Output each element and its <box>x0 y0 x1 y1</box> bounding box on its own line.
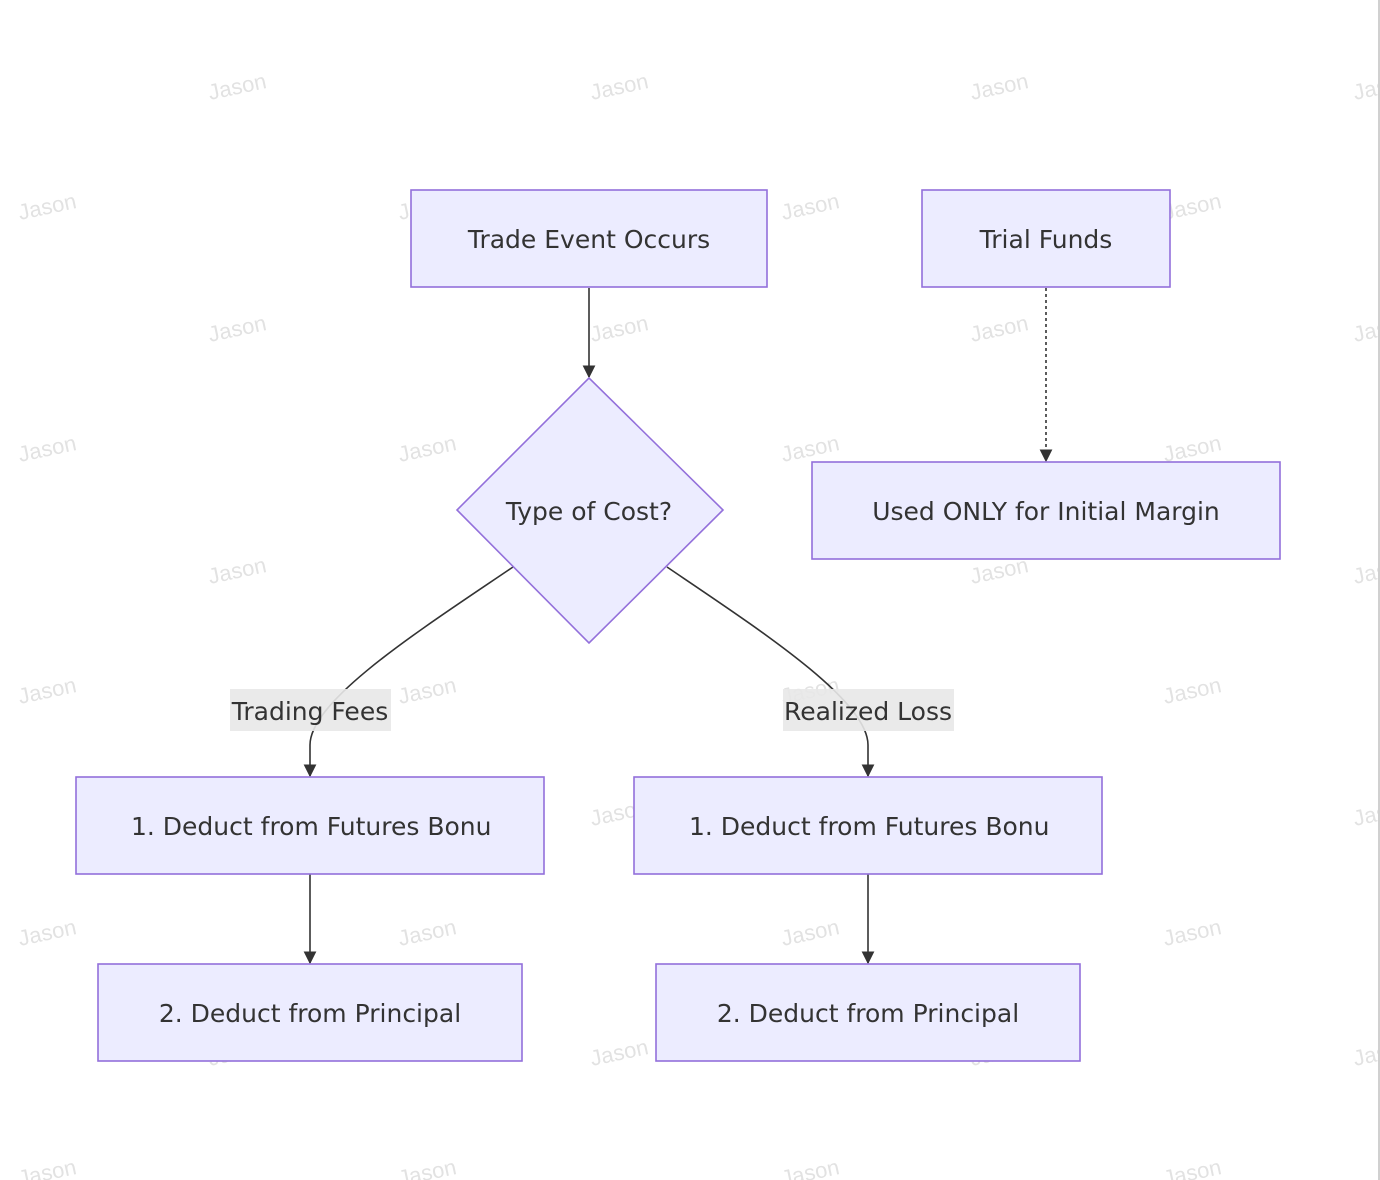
edge-label-trading-fees: Trading Fees <box>230 689 391 731</box>
svg-text:Trial Funds: Trial Funds <box>979 225 1113 254</box>
node-loss-deduct-principal[interactable]: 2. Deduct from Principal <box>655 963 1081 1062</box>
node-trade-event[interactable]: Trade Event Occurs <box>410 189 768 288</box>
page-edge-divider <box>1378 0 1380 1180</box>
node-fees-deduct-principal[interactable]: 2. Deduct from Principal <box>97 963 523 1062</box>
svg-text:Trade Event Occurs: Trade Event Occurs <box>467 225 710 254</box>
svg-text:Realized Loss: Realized Loss <box>784 697 952 726</box>
node-initial-margin[interactable]: Used ONLY for Initial Margin <box>811 461 1281 560</box>
node-trial-funds[interactable]: Trial Funds <box>921 189 1171 288</box>
edge-type-to-loss <box>666 566 875 778</box>
node-type-of-cost[interactable]: Type of Cost? <box>455 376 725 645</box>
edge-type-to-fees <box>303 566 514 778</box>
svg-text:Used ONLY for Initial Margin: Used ONLY for Initial Margin <box>872 497 1220 526</box>
svg-text:1. Deduct from Futures Bonu: 1. Deduct from Futures Bonu <box>131 812 492 841</box>
edge-label-realized-loss: Realized Loss <box>783 689 954 731</box>
node-fees-deduct-bonus[interactable]: 1. Deduct from Futures Bonu <box>75 776 545 875</box>
node-loss-deduct-bonus[interactable]: 1. Deduct from Futures Bonu <box>633 776 1103 875</box>
svg-text:1. Deduct from Futures Bonu: 1. Deduct from Futures Bonu <box>689 812 1050 841</box>
svg-text:Type of Cost?: Type of Cost? <box>505 497 672 526</box>
svg-text:Trading Fees: Trading Fees <box>231 697 388 726</box>
svg-text:2. Deduct from Principal: 2. Deduct from Principal <box>717 999 1019 1028</box>
svg-text:2. Deduct from Principal: 2. Deduct from Principal <box>159 999 461 1028</box>
